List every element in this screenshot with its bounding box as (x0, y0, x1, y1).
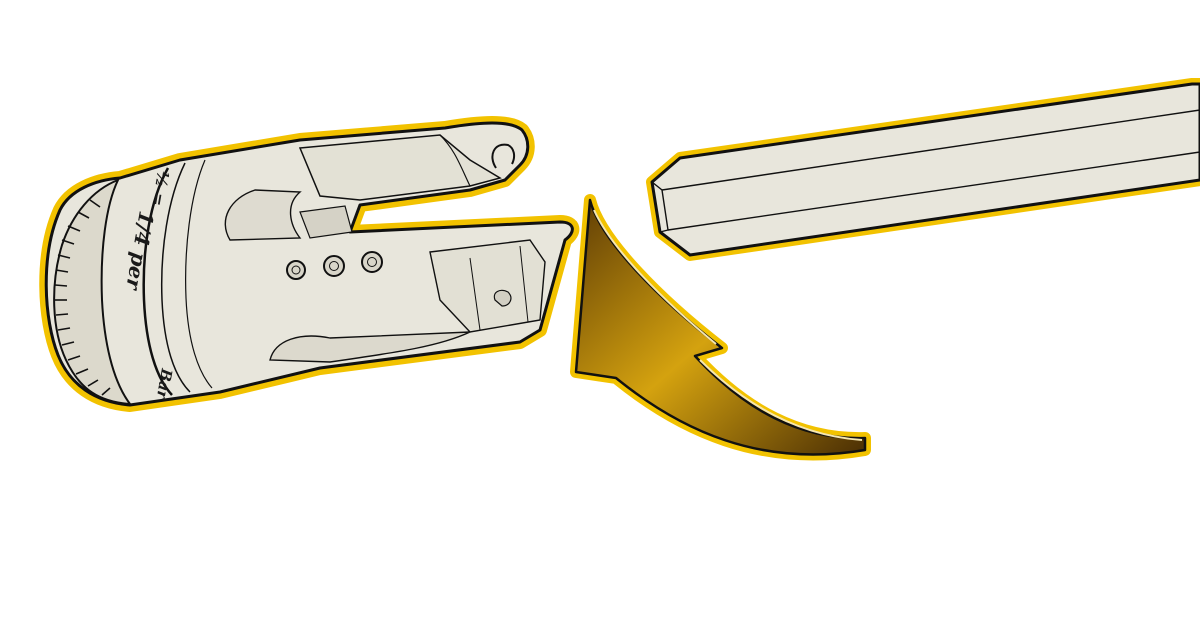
hook-notch (491, 143, 516, 169)
shaft-body (650, 82, 1200, 257)
ball-detent-holes (286, 251, 383, 280)
upper-slot-curve (224, 189, 302, 241)
hex-shaft (646, 78, 1200, 261)
upper-prong-face (298, 134, 502, 201)
shaft-facet-line-top (661, 109, 1200, 191)
arrow-highlight (593, 209, 863, 441)
detent-hole (323, 255, 345, 277)
lower-prong-line (469, 245, 529, 331)
detent-hole (361, 251, 383, 273)
knurled-collar (53, 178, 133, 406)
collar-ring-front (142, 167, 173, 396)
collar-ring-rear (160, 162, 191, 393)
lower-inner-nub (493, 289, 512, 307)
shaft-tip-bevel (651, 181, 669, 233)
upper-inner-block (299, 205, 353, 239)
driver-bit-socket: 1/4 per ½ = Bar (39, 116, 580, 412)
lower-prong-face (429, 239, 546, 333)
upper-prong-line (439, 134, 471, 187)
lower-slot-curve (269, 331, 471, 363)
knurl-ticks (54, 199, 111, 396)
insertion-arrow (570, 194, 871, 461)
detent-hole (286, 260, 306, 280)
collar-ring-inner (185, 159, 213, 389)
engraving-bottom: Bar (153, 366, 176, 401)
shaft-facet-line-bottom (667, 151, 1200, 231)
